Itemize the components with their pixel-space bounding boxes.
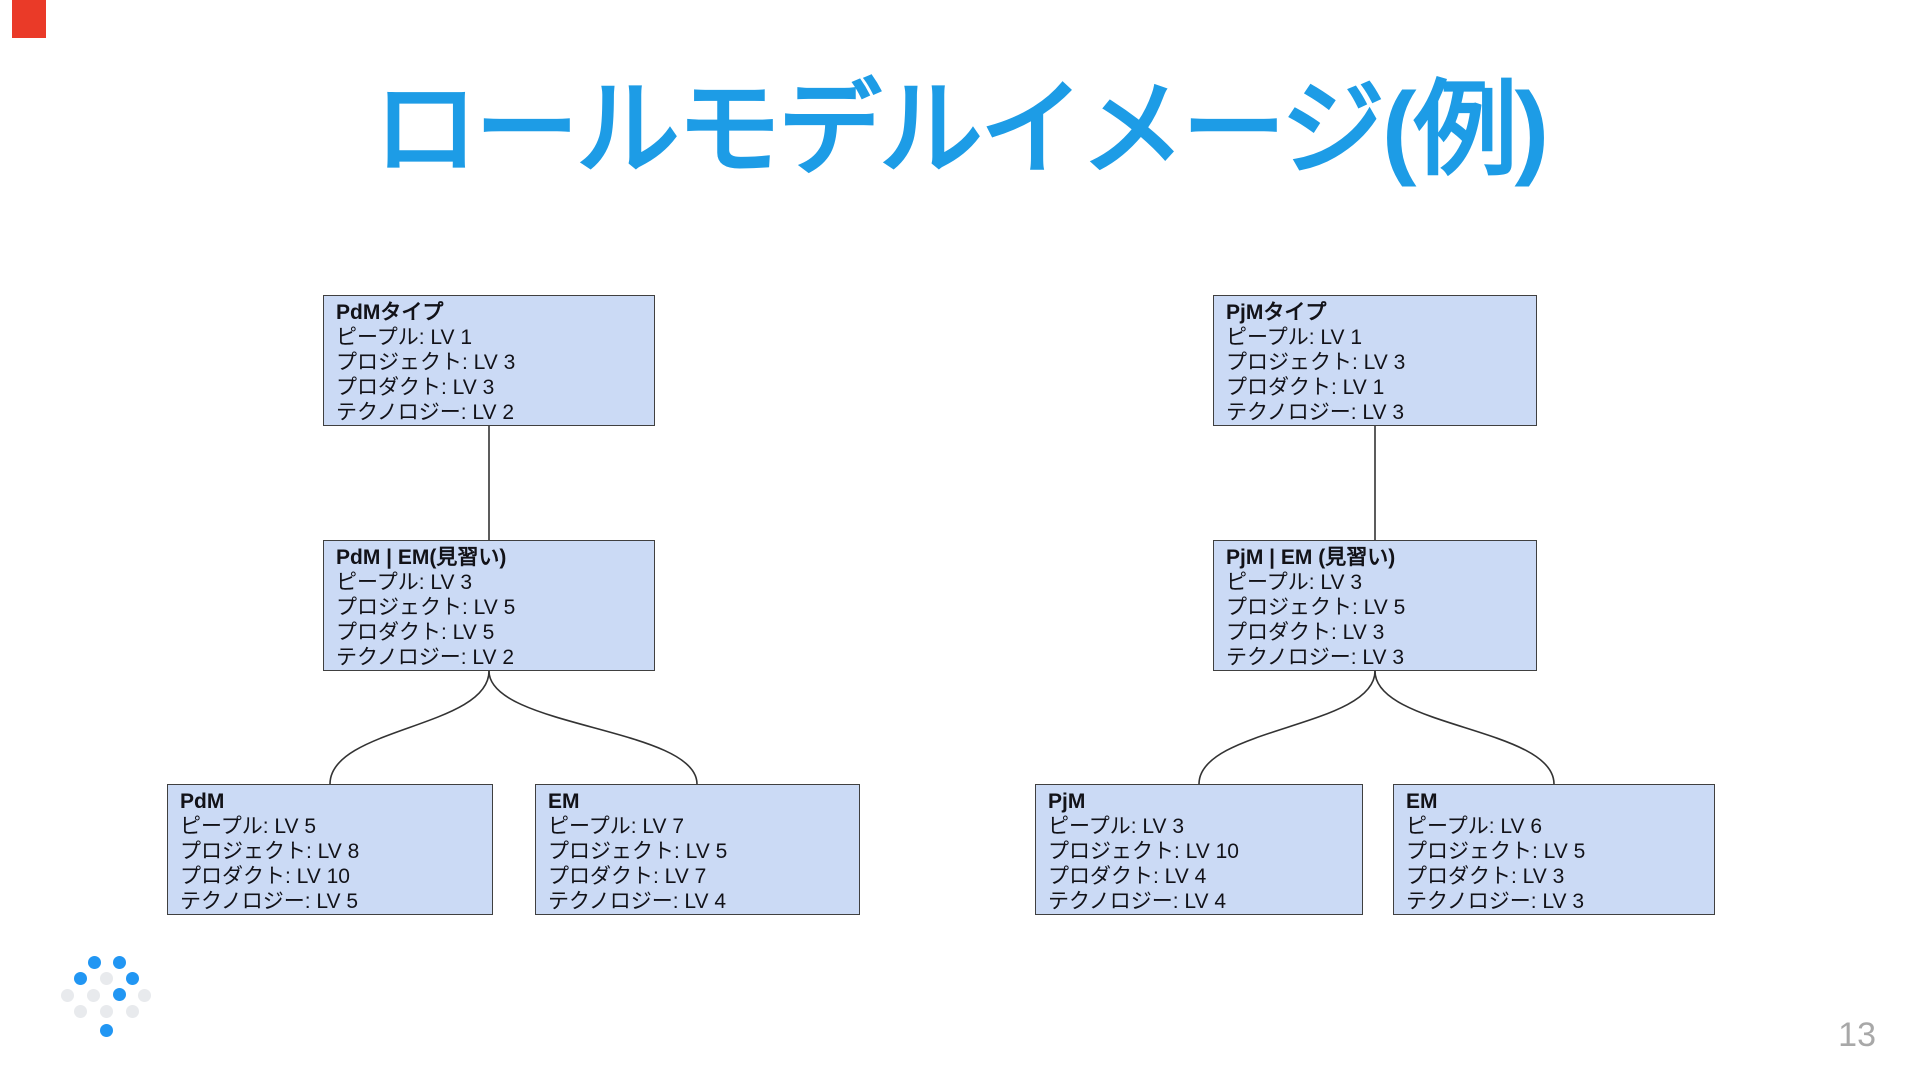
node-stat-technology: テクノロジー: LV 5: [180, 890, 359, 913]
node-stat-project: プロジェクト: LV 3: [336, 351, 516, 374]
node-pjm-type: PjMタイプ ピープル: LV 1 プロジェクト: LV 3 プロダクト: LV…: [1213, 295, 1537, 426]
node-stat-people: ピープル: LV 6: [1406, 815, 1543, 838]
node-stat-project: プロジェクト: LV 5: [548, 840, 728, 863]
node-stat-people: ピープル: LV 1: [1226, 326, 1363, 349]
node-stat-technology: テクノロジー: LV 3: [1226, 401, 1405, 424]
node-stat-product: プロダクト: LV 5: [336, 621, 495, 644]
node-stat-project: プロジェクト: LV 3: [1226, 351, 1406, 374]
connector-pjm-to-em: [1374, 670, 1555, 785]
logo-dot-blue: [100, 1024, 113, 1037]
node-stat-people: ピープル: LV 1: [336, 326, 473, 349]
node-title: PdM | EM(見習い): [336, 546, 507, 569]
node-title: PjMタイプ: [1226, 301, 1327, 324]
dot-diamond-logo-icon: [40, 940, 170, 1050]
node-stat-technology: テクノロジー: LV 4: [1048, 890, 1227, 913]
node-pjm: PjM ピープル: LV 3 プロジェクト: LV 10 プロダクト: LV 4…: [1035, 784, 1363, 915]
node-stat-technology: テクノロジー: LV 3: [1406, 890, 1585, 913]
corner-accent-bar: [12, 0, 46, 38]
logo-dot-blue: [88, 956, 101, 969]
node-title: EM: [548, 790, 580, 813]
logo-dot-gray: [138, 989, 151, 1002]
logo-dot-gray: [100, 972, 113, 985]
node-stat-product: プロダクト: LV 4: [1048, 865, 1207, 888]
logo-dot-blue: [113, 988, 126, 1001]
node-pdm: PdM ピープル: LV 5 プロジェクト: LV 8 プロダクト: LV 10…: [167, 784, 493, 915]
page-number: 13: [1838, 1016, 1876, 1054]
node-title: PjM: [1048, 790, 1086, 813]
node-stat-project: プロジェクト: LV 5: [1406, 840, 1586, 863]
slide-title: ロールモデルイメージ(例): [373, 72, 1549, 188]
node-stat-technology: テクノロジー: LV 2: [336, 646, 515, 669]
node-stat-project: プロジェクト: LV 10: [1048, 840, 1239, 863]
node-stat-people: ピープル: LV 3: [1048, 815, 1185, 838]
node-stat-product: プロダクト: LV 1: [1226, 376, 1385, 399]
node-stat-technology: テクノロジー: LV 4: [548, 890, 727, 913]
node-stat-product: プロダクト: LV 3: [1226, 621, 1385, 644]
node-stat-product: プロダクト: LV 3: [336, 376, 495, 399]
node-title: EM: [1406, 790, 1438, 813]
node-pjm-em-minarai: PjM | EM (見習い) ピープル: LV 3 プロジェクト: LV 5 プ…: [1213, 540, 1537, 671]
node-em-left: EM ピープル: LV 7 プロジェクト: LV 5 プロダクト: LV 7 テ…: [535, 784, 860, 915]
node-stat-technology: テクノロジー: LV 2: [336, 401, 515, 424]
node-stat-product: プロダクト: LV 10: [180, 865, 350, 888]
logo-dot-gray: [100, 1005, 113, 1018]
logo-dot-gray: [126, 1005, 139, 1018]
connector-pjm-to-pjm: [1198, 670, 1376, 785]
node-stat-project: プロジェクト: LV 8: [180, 840, 360, 863]
logo-dot-gray: [87, 989, 100, 1002]
connector-pdm-to-em: [488, 670, 698, 785]
node-title: PdMタイプ: [336, 301, 444, 324]
node-stat-product: プロダクト: LV 3: [1406, 865, 1565, 888]
logo-dot-gray: [74, 1005, 87, 1018]
node-stat-project: プロジェクト: LV 5: [336, 596, 516, 619]
logo-dot-gray: [61, 989, 74, 1002]
node-stat-project: プロジェクト: LV 5: [1226, 596, 1406, 619]
node-pdm-em-minarai: PdM | EM(見習い) ピープル: LV 3 プロジェクト: LV 5 プロ…: [323, 540, 655, 671]
node-stat-people: ピープル: LV 3: [336, 571, 473, 594]
node-title: PjM | EM (見習い): [1226, 546, 1396, 569]
node-em-right: EM ピープル: LV 6 プロジェクト: LV 5 プロダクト: LV 3 テ…: [1393, 784, 1715, 915]
logo-dot-blue: [126, 972, 139, 985]
logo-dot-blue: [113, 956, 126, 969]
node-stat-technology: テクノロジー: LV 3: [1226, 646, 1405, 669]
node-title: PdM: [180, 790, 225, 813]
node-stat-people: ピープル: LV 3: [1226, 571, 1363, 594]
node-stat-people: ピープル: LV 5: [180, 815, 317, 838]
node-stat-product: プロダクト: LV 7: [548, 865, 707, 888]
node-stat-people: ピープル: LV 7: [548, 815, 685, 838]
logo-dot-blue: [74, 972, 87, 985]
node-pdm-type: PdMタイプ ピープル: LV 1 プロジェクト: LV 3 プロダクト: LV…: [323, 295, 655, 426]
connector-pdm-to-pdm: [329, 670, 490, 785]
